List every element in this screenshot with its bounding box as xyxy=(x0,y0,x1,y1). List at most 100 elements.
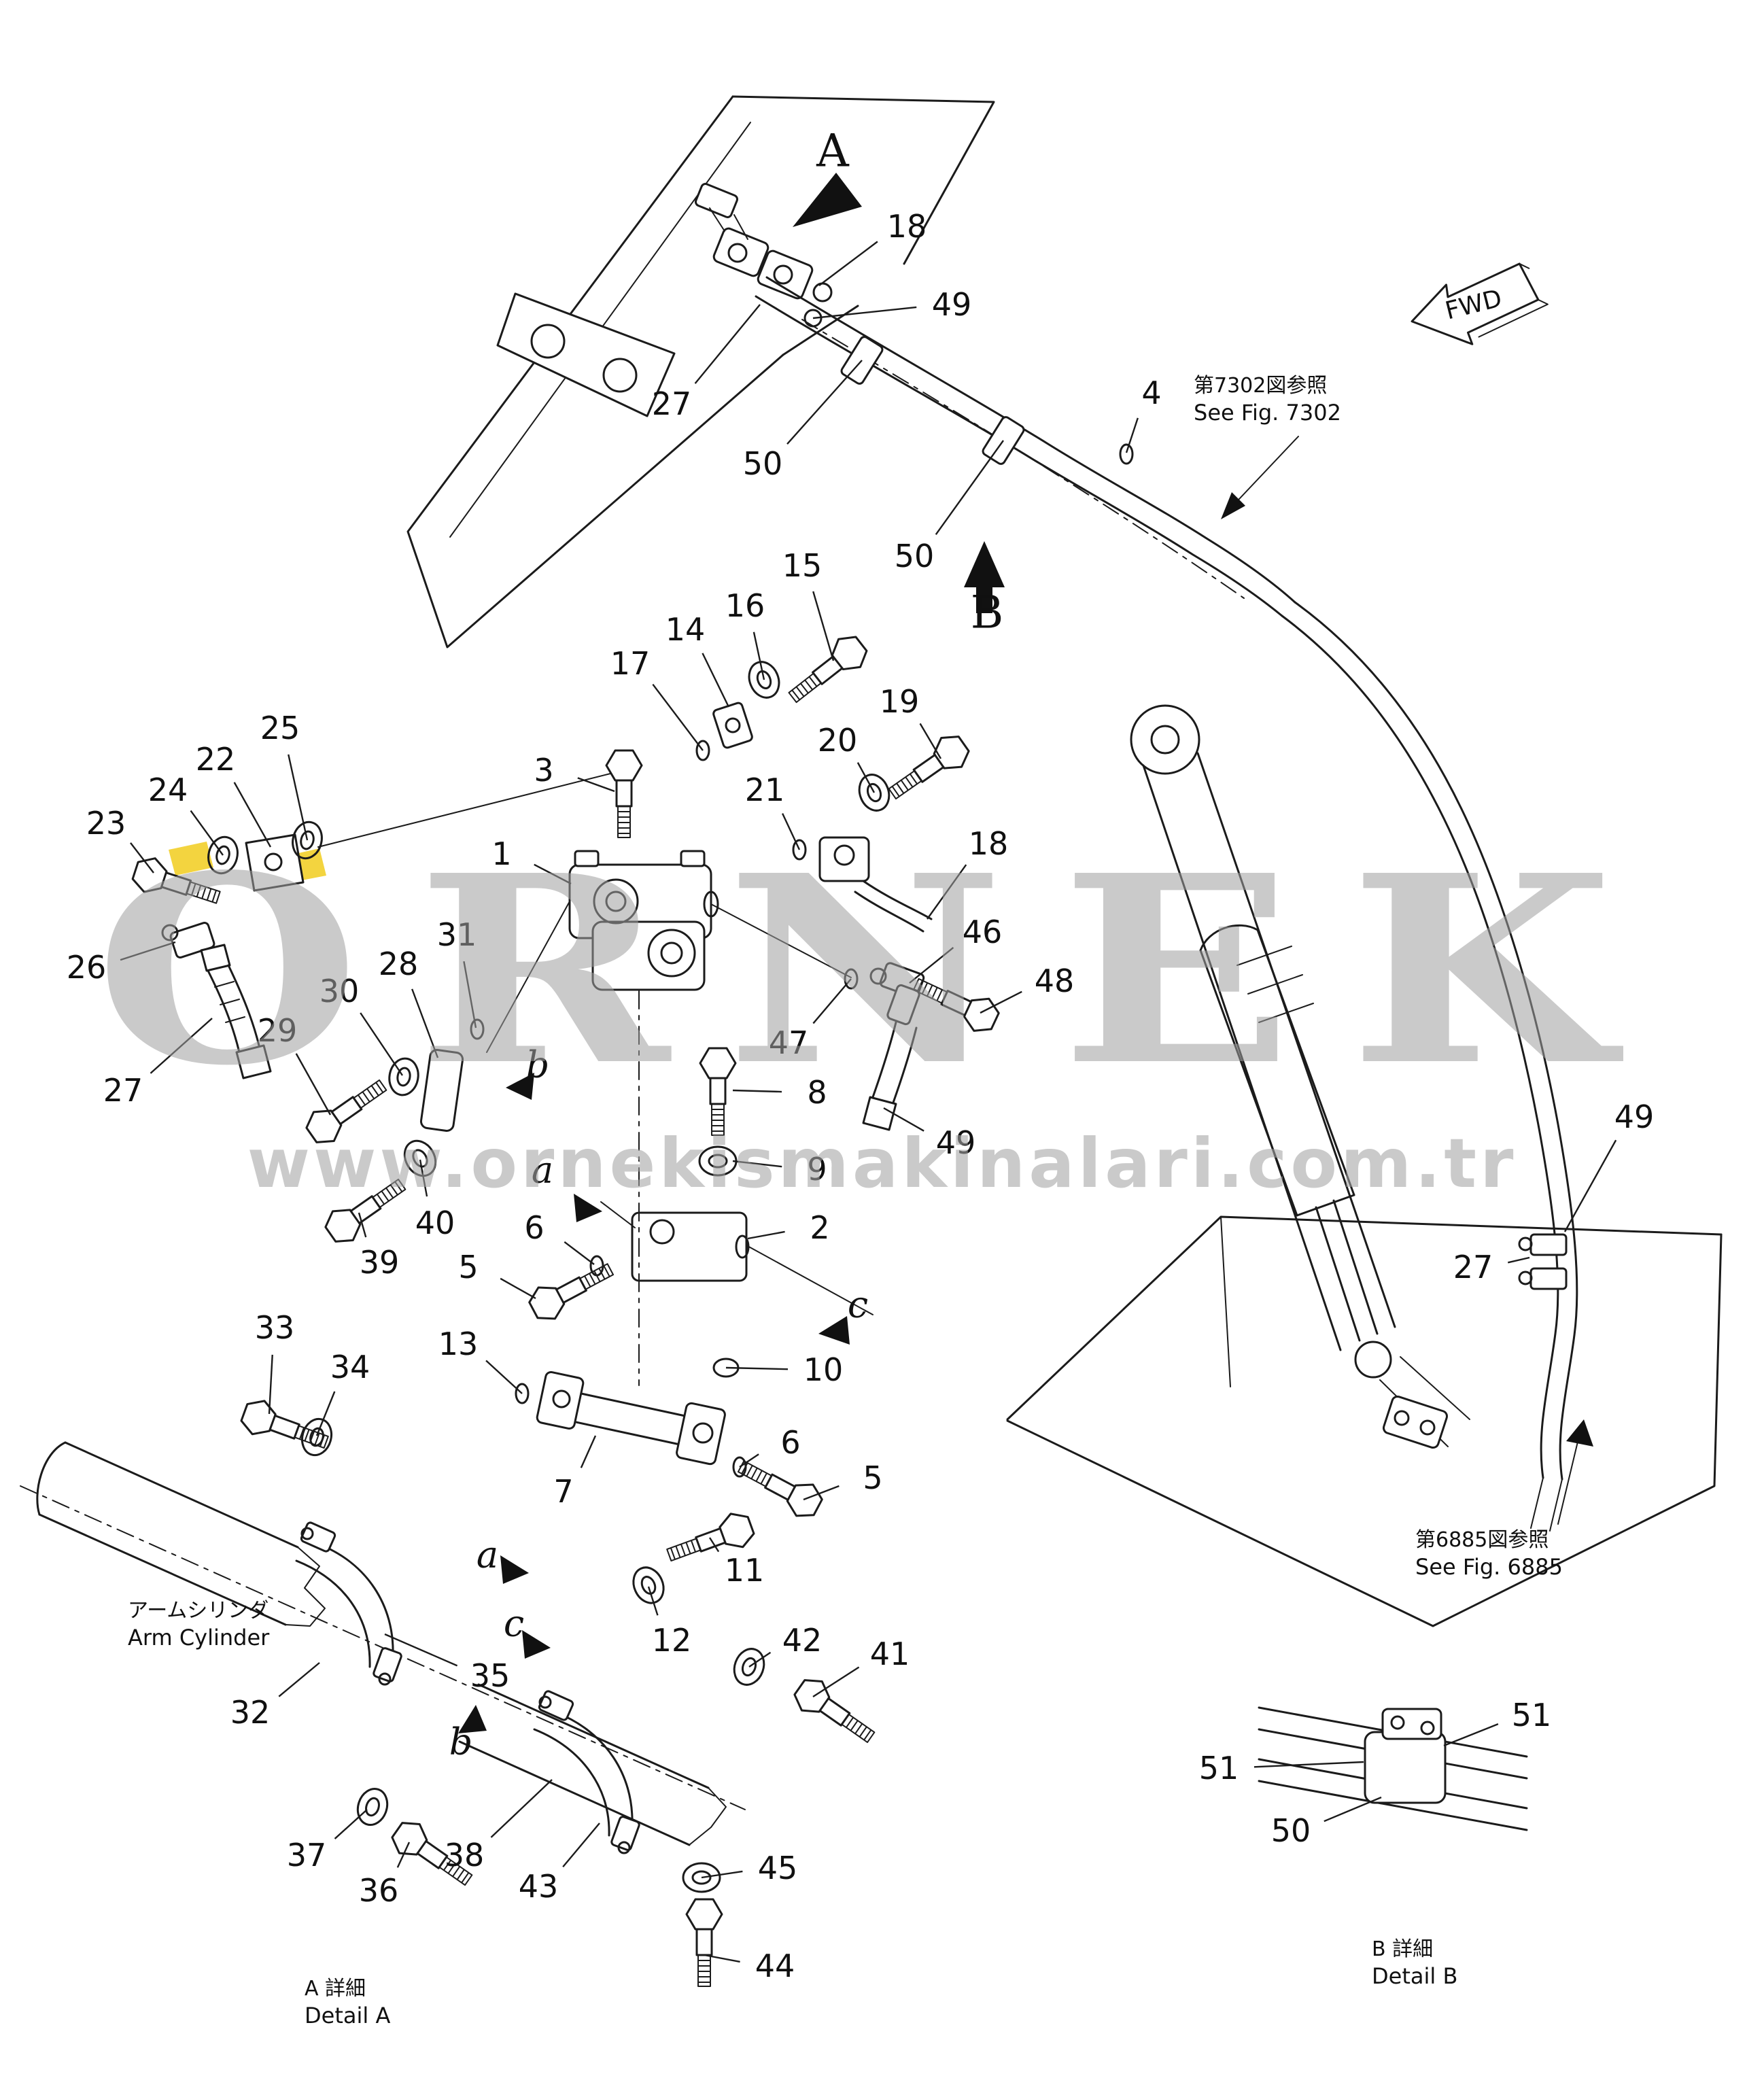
bucket-area xyxy=(1006,1215,1723,1627)
note-see-fig-6885: 第6885図参照 See Fig. 6885 xyxy=(1415,1527,1563,1582)
detail-a-jp: A 詳細 xyxy=(305,1977,366,2001)
callout-21: 21 xyxy=(744,772,785,808)
hose-49 xyxy=(862,1021,918,1131)
callout-14: 14 xyxy=(665,611,706,648)
callout-12: 12 xyxy=(651,1622,692,1659)
section-arrows xyxy=(458,173,1005,1733)
callout-16: 16 xyxy=(725,587,765,624)
callout-27: 27 xyxy=(1453,1249,1493,1285)
valve-block-2 xyxy=(631,1211,750,1282)
callout-47: 47 xyxy=(768,1024,809,1061)
callout-45: 45 xyxy=(757,1850,798,1886)
callout-31: 31 xyxy=(436,916,477,953)
arm-cylinder-right xyxy=(1199,924,1392,1379)
section-marker-b: b xyxy=(525,1043,550,1086)
leader-lines xyxy=(120,241,1617,1963)
callout-51: 51 xyxy=(1198,1750,1239,1786)
section-marker-B: B xyxy=(970,586,1004,639)
callout-39: 39 xyxy=(359,1244,400,1281)
note-6885-jp: 第6885図参照 xyxy=(1415,1528,1549,1552)
callout-40: 40 xyxy=(415,1205,455,1241)
callout-23: 23 xyxy=(86,805,126,842)
callout-48: 48 xyxy=(1034,963,1075,999)
valve-block-1 xyxy=(568,749,719,991)
callout-34: 34 xyxy=(330,1349,370,1385)
hydraulic-pipes-arm xyxy=(1281,601,1578,1532)
callout-32: 32 xyxy=(230,1694,271,1731)
callout-5: 5 xyxy=(458,1249,479,1285)
section-marker-a: a xyxy=(476,1533,499,1576)
callout-51: 51 xyxy=(1511,1697,1552,1733)
callout-5: 5 xyxy=(863,1459,883,1496)
callout-36: 36 xyxy=(358,1872,399,1909)
callout-18: 18 xyxy=(968,825,1009,862)
callout-11: 11 xyxy=(724,1552,765,1589)
callout-6: 6 xyxy=(524,1209,544,1246)
callout-18: 18 xyxy=(886,208,927,245)
see-fig-7302-arrow xyxy=(1221,436,1299,519)
label-detail-a: A 詳細 Detail A xyxy=(305,1975,390,2030)
clamp-38-43 xyxy=(458,1683,727,1854)
callout-6: 6 xyxy=(780,1424,801,1461)
fwd-arrow: FWD xyxy=(1411,262,1549,345)
callout-17: 17 xyxy=(610,645,651,682)
note-see-fig-7302: 第7302図参照 See Fig. 7302 xyxy=(1194,373,1341,428)
see-fig-6885-arrow xyxy=(1557,1419,1593,1525)
callout-27: 27 xyxy=(651,385,692,422)
callout-8: 8 xyxy=(807,1074,827,1111)
hose-27-left xyxy=(207,964,272,1079)
callout-35: 35 xyxy=(470,1657,511,1694)
section-marker-a: a xyxy=(531,1148,554,1192)
elbow-fitting-18 xyxy=(818,836,933,933)
note-7302-jp: 第7302図参照 xyxy=(1194,374,1328,398)
plate-28 xyxy=(419,1049,464,1132)
detail-b-pipes xyxy=(1258,1706,1528,1831)
callout-9: 9 xyxy=(807,1151,827,1188)
callout-13: 13 xyxy=(438,1326,479,1362)
callout-29: 29 xyxy=(257,1012,298,1049)
callout-19: 19 xyxy=(879,683,920,720)
callout-15: 15 xyxy=(782,547,823,584)
callout-49: 49 xyxy=(1614,1099,1655,1135)
arm-cylinder-en: Arm Cylinder xyxy=(128,1625,270,1650)
section-marker-A: A xyxy=(816,124,849,177)
callout-24: 24 xyxy=(148,772,188,808)
section-marker-b: b xyxy=(449,1720,473,1763)
callout-1: 1 xyxy=(491,835,512,872)
arm-cylinder-jp: アームシリンダ xyxy=(128,1599,269,1623)
callout-27: 27 xyxy=(103,1072,143,1109)
callout-26: 26 xyxy=(66,949,107,986)
callout-41: 41 xyxy=(869,1636,910,1672)
section-marker-c: c xyxy=(847,1283,869,1326)
callout-49: 49 xyxy=(931,286,972,323)
callout-38: 38 xyxy=(444,1837,485,1873)
callout-50: 50 xyxy=(1270,1812,1311,1849)
callout-25: 25 xyxy=(260,710,300,746)
callout-10: 10 xyxy=(803,1351,844,1388)
callout-50: 50 xyxy=(894,538,935,574)
detail-a-en: Detail A xyxy=(305,2003,391,2028)
boom-nose-clamps xyxy=(694,183,833,328)
plate-14 xyxy=(712,702,753,749)
detail-b-en: Detail B xyxy=(1372,1963,1458,1989)
callout-7: 7 xyxy=(553,1473,574,1510)
callout-43: 43 xyxy=(518,1868,559,1905)
callout-50: 50 xyxy=(742,445,783,482)
fitting-46 xyxy=(869,962,925,1026)
callout-44: 44 xyxy=(755,1948,795,1984)
label-detail-b: B 詳細 Detail B xyxy=(1372,1936,1457,1991)
callout-46: 46 xyxy=(962,914,1003,950)
callout-42: 42 xyxy=(782,1622,823,1659)
construction-lines xyxy=(317,773,874,1386)
callout-28: 28 xyxy=(378,946,419,982)
callout-37: 37 xyxy=(286,1837,327,1873)
callout-2: 2 xyxy=(810,1209,830,1246)
callout-33: 33 xyxy=(254,1309,295,1346)
detail-b-jp: B 詳細 xyxy=(1372,1937,1434,1961)
arm xyxy=(1130,704,1470,1447)
callout-4: 4 xyxy=(1141,375,1162,411)
